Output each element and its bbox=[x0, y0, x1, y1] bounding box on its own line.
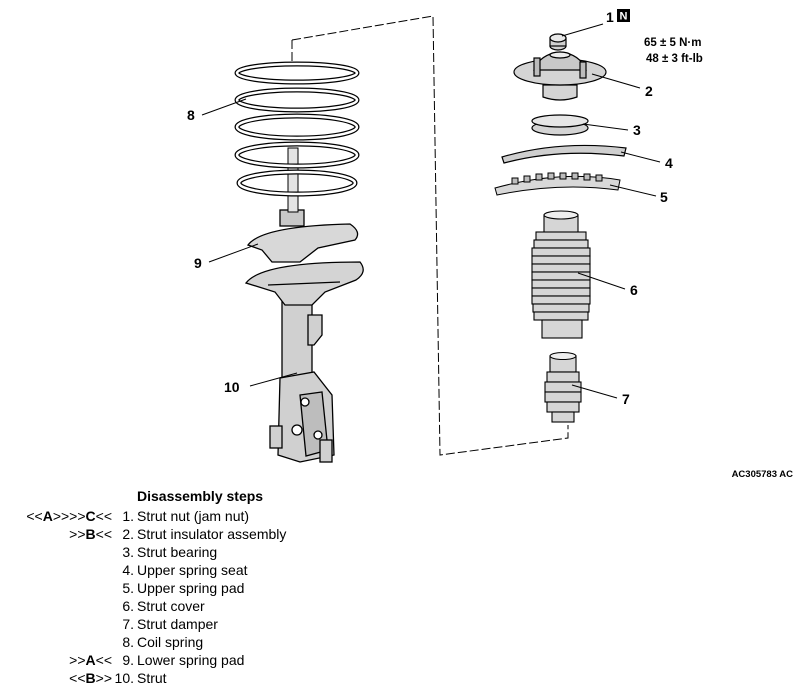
reference-mark: << bbox=[95, 652, 112, 669]
figure-id: AC305783 AC bbox=[732, 469, 794, 480]
step-label: Lower spring pad bbox=[137, 652, 245, 669]
reference-mark: A bbox=[85, 652, 96, 669]
step-row: <<A>>>>C<<1.Strut nut (jam nut) bbox=[0, 507, 500, 525]
step-number: 7. bbox=[122, 616, 134, 633]
step-row: 3.Strut bearing bbox=[0, 543, 500, 561]
callout-5: 5 bbox=[660, 189, 668, 205]
torque-ftlb: 48 ± 3 ft-lb bbox=[646, 53, 703, 65]
upper-spring-seat-part bbox=[501, 144, 627, 164]
step-row: 8.Coil spring bbox=[0, 633, 500, 651]
callout-9: 9 bbox=[194, 255, 202, 271]
coil-spring-part bbox=[234, 61, 360, 213]
reference-mark: >>>> bbox=[52, 508, 86, 524]
step-number: 8. bbox=[122, 634, 134, 651]
assembly-outline bbox=[291, 15, 569, 456]
reference-mark: >> bbox=[69, 526, 86, 543]
strut-nut-part bbox=[549, 33, 567, 51]
step-label: Strut bbox=[137, 670, 167, 687]
reference-mark: << bbox=[26, 508, 43, 524]
new-part-mark-label: N bbox=[620, 11, 628, 23]
step-row: 7.Strut damper bbox=[0, 615, 500, 633]
step-number: 4. bbox=[122, 562, 134, 579]
step-label: Coil spring bbox=[137, 634, 204, 651]
step-number: 9. bbox=[122, 652, 134, 669]
step-label: Strut bearing bbox=[137, 544, 218, 561]
strut-insulator-part bbox=[513, 51, 607, 101]
callout-6: 6 bbox=[630, 282, 638, 298]
reference-mark: << bbox=[69, 670, 86, 687]
reference-mark: << bbox=[95, 508, 112, 524]
reference-mark: A bbox=[42, 508, 53, 524]
step-reference-marks: >>A<< bbox=[69, 651, 112, 669]
step-number: 10. bbox=[114, 670, 134, 687]
callout-1: 1 bbox=[606, 9, 614, 25]
step-label: Strut damper bbox=[137, 616, 218, 633]
step-number: 6. bbox=[122, 598, 134, 615]
steps-title: Disassembly steps bbox=[137, 488, 264, 504]
step-row: >>A<< 9.Lower spring pad bbox=[0, 651, 500, 669]
upper-spring-pad-part bbox=[494, 172, 621, 196]
reference-mark: C bbox=[85, 508, 96, 524]
step-reference-marks: <<B>> bbox=[69, 669, 112, 687]
step-label: Upper spring seat bbox=[137, 562, 248, 579]
step-label: Strut cover bbox=[137, 598, 205, 615]
strut-damper-part bbox=[544, 351, 582, 423]
step-row: 5.Upper spring pad bbox=[0, 579, 500, 597]
step-number: 3. bbox=[122, 544, 134, 561]
step-label: Strut nut (jam nut) bbox=[137, 508, 250, 524]
callout-4: 4 bbox=[665, 155, 673, 171]
step-row: >>B<< 2.Strut insulator assembly bbox=[0, 525, 500, 543]
new-part-mark: N bbox=[617, 9, 630, 23]
callout-8: 8 bbox=[187, 107, 195, 123]
reference-mark: >> bbox=[69, 652, 86, 669]
leader-lines bbox=[201, 23, 661, 399]
step-reference-marks: <<A>>>>C<< bbox=[26, 507, 112, 525]
callout-3: 3 bbox=[633, 122, 641, 138]
strut-part bbox=[269, 299, 335, 463]
reference-mark: << bbox=[95, 526, 112, 543]
step-number: 1. bbox=[122, 508, 134, 524]
reference-mark: >> bbox=[95, 670, 112, 687]
step-row: 6.Strut cover bbox=[0, 597, 500, 615]
disassembly-steps: Disassembly steps <<A>>>>C<<1.Strut nut … bbox=[0, 486, 801, 697]
callout-10: 10 bbox=[224, 379, 240, 395]
strut-cover-part bbox=[531, 210, 591, 339]
callout-2: 2 bbox=[645, 83, 653, 99]
callout-7: 7 bbox=[622, 391, 630, 407]
step-number: 2. bbox=[122, 526, 134, 543]
exploded-strut-diagram: 1 N 65 ± 5 N·m 48 ± 3 ft-lb 2 3 4 5 6 7 … bbox=[187, 9, 794, 480]
step-row: <<B>>10.Strut bbox=[0, 669, 500, 687]
step-row: 4.Upper spring seat bbox=[0, 561, 500, 579]
torque-nm: 65 ± 5 N·m bbox=[644, 37, 701, 49]
step-reference-marks: >>B<< bbox=[69, 525, 112, 543]
strut-bearing-part bbox=[531, 114, 589, 136]
reference-mark: B bbox=[85, 526, 96, 543]
reference-mark: B bbox=[85, 670, 96, 687]
step-label: Upper spring pad bbox=[137, 580, 245, 597]
step-number: 5. bbox=[122, 580, 134, 597]
lower-spring-pad-part bbox=[246, 209, 359, 263]
step-label: Strut insulator assembly bbox=[137, 526, 287, 543]
lower-seat-part bbox=[244, 261, 364, 306]
